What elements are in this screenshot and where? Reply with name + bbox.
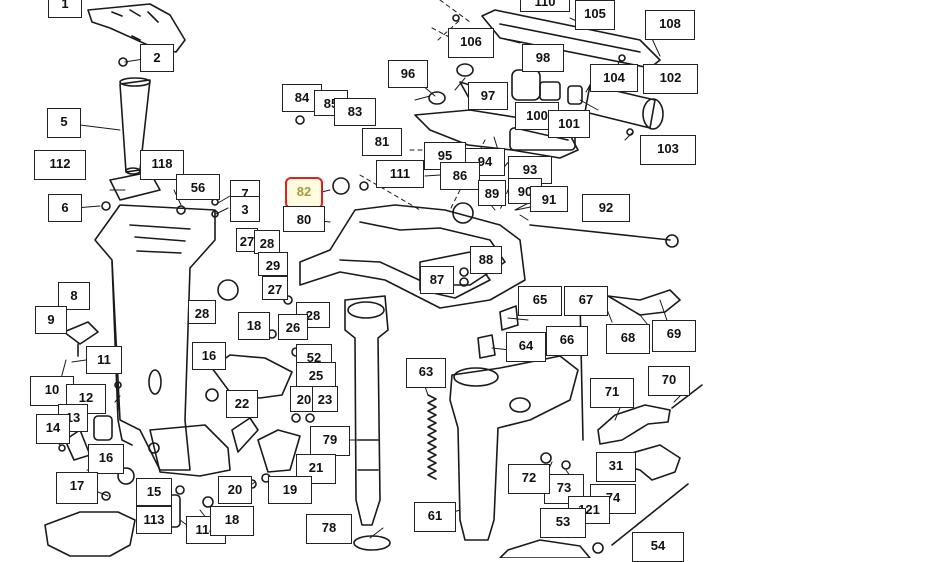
callout-label-63: 63 xyxy=(406,358,446,388)
callout-label-72: 72 xyxy=(508,464,550,494)
callout-label-65: 65 xyxy=(518,286,562,316)
callout-label-53: 53 xyxy=(540,508,586,538)
callout-label-97: 97 xyxy=(468,82,508,110)
callout-label-27b: 27 xyxy=(262,276,288,300)
callout-label-98: 98 xyxy=(522,44,564,72)
callout-label-70: 70 xyxy=(648,366,690,396)
callout-label-105: 105 xyxy=(575,0,615,30)
callout-label-28c: 28 xyxy=(188,300,216,324)
lower-unit-housing-part xyxy=(449,355,579,541)
callout-label-61: 61 xyxy=(414,502,456,532)
callout-label-103: 103 xyxy=(640,135,696,165)
callout-label-92: 92 xyxy=(582,194,630,222)
callout-label-31: 31 xyxy=(596,452,636,482)
callout-label-17: 17 xyxy=(56,472,98,504)
gasket-part xyxy=(87,3,186,53)
callout-label-111: 111 xyxy=(376,160,424,188)
callout-label-86: 86 xyxy=(440,162,480,190)
callout-label-15: 15 xyxy=(136,478,172,506)
callout-label-19: 19 xyxy=(268,476,312,504)
callout-label-83: 83 xyxy=(334,98,376,126)
tiller-handle-part xyxy=(414,109,579,159)
callout-label-18b: 18 xyxy=(210,506,254,536)
callout-label-81: 81 xyxy=(362,128,402,156)
clamp-bracket-part xyxy=(597,404,671,445)
callout-label-87: 87 xyxy=(420,266,454,294)
callout-label-69: 69 xyxy=(652,320,696,352)
callout-label-56: 56 xyxy=(176,174,220,200)
callout-label-112: 112 xyxy=(34,150,86,180)
callout-label-25: 25 xyxy=(296,362,336,390)
callout-label-2: 2 xyxy=(140,44,174,72)
callout-label-1: 1 xyxy=(48,0,82,18)
callout-label-113: 113 xyxy=(136,506,172,534)
callout-label-79: 79 xyxy=(310,426,350,456)
callout-label-101: 101 xyxy=(548,110,590,138)
callout-label-110: 110 xyxy=(520,0,570,12)
callout-label-11: 11 xyxy=(86,346,122,374)
callout-label-16b: 16 xyxy=(88,444,124,474)
callout-label-3: 3 xyxy=(230,196,260,222)
drive-shaft-tube-part xyxy=(344,295,389,526)
callout-label-80: 80 xyxy=(283,206,325,232)
callout-label-22: 22 xyxy=(226,390,258,418)
callout-label-26: 26 xyxy=(278,314,308,340)
callout-label-28: 28 xyxy=(254,230,280,254)
callout-label-29: 29 xyxy=(258,252,288,276)
callout-label-88: 88 xyxy=(470,246,502,274)
callout-label-6: 6 xyxy=(48,194,82,222)
callout-label-102: 102 xyxy=(643,64,698,94)
callout-label-96: 96 xyxy=(388,60,428,88)
callout-label-64: 64 xyxy=(506,332,546,362)
callout-label-16: 16 xyxy=(192,342,226,370)
callout-label-89: 89 xyxy=(478,180,506,206)
callout-label-20b: 20 xyxy=(218,476,252,504)
callout-label-82-highlighted: 82 xyxy=(285,177,323,209)
callout-label-23: 23 xyxy=(312,386,338,412)
callout-label-8: 8 xyxy=(58,282,90,310)
callout-label-5: 5 xyxy=(47,108,81,138)
callout-label-9: 9 xyxy=(35,306,67,334)
callout-label-14: 14 xyxy=(36,414,70,444)
callout-label-104: 104 xyxy=(590,64,638,92)
callout-label-67: 67 xyxy=(564,286,608,316)
callout-label-71: 71 xyxy=(590,378,634,408)
callout-label-68: 68 xyxy=(606,324,650,354)
callout-label-66: 66 xyxy=(546,326,588,356)
callout-label-18: 18 xyxy=(238,312,270,340)
callout-label-106: 106 xyxy=(448,28,494,58)
callout-label-108: 108 xyxy=(645,10,695,40)
callout-label-78: 78 xyxy=(306,514,352,544)
swivel-bracket-part xyxy=(299,204,526,309)
callout-label-91: 91 xyxy=(530,186,568,212)
